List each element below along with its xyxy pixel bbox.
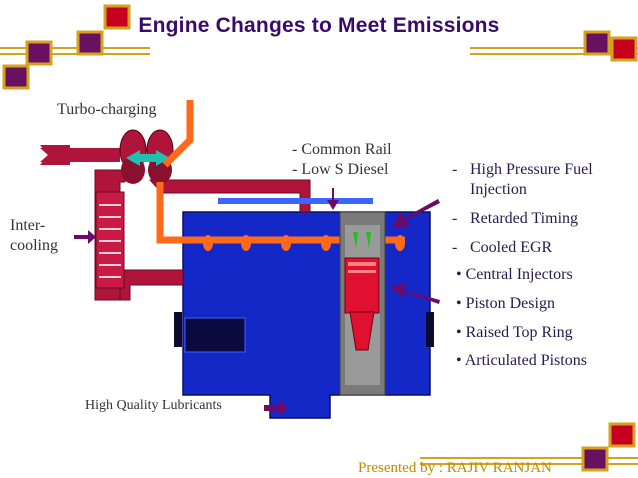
- top-right-decoration: [470, 30, 638, 62]
- dash-bullet: -: [452, 161, 458, 178]
- arrow-lubricants: [264, 400, 288, 416]
- label-common-rail: - Common Rail: [292, 141, 392, 158]
- presenter-footer: Presented by : RAJIV RANJAN: [358, 460, 552, 476]
- turbocharger: [119, 129, 174, 184]
- common-rail-bar: [218, 198, 373, 204]
- item-high-pressure-fuel: High Pressure Fuel: [470, 161, 593, 178]
- arrow-piston: [390, 283, 440, 304]
- item-articulated-pistons: • Articulated Pistons: [456, 352, 587, 369]
- label-intercooling-line1: Inter-: [10, 217, 46, 234]
- dash-bullet: -: [452, 210, 458, 227]
- item-retarded-timing: Retarded Timing: [470, 210, 579, 227]
- label-lubricants: High Quality Lubricants: [85, 398, 222, 413]
- label-turbo-charging: Turbo-charging: [57, 101, 157, 118]
- cylinder-cutaway: [339, 211, 386, 396]
- arrow-intercooling: [74, 230, 96, 244]
- top-left-decoration: [0, 4, 150, 90]
- pointer-arrows: [74, 188, 440, 416]
- label-intercooling-line2: cooling: [10, 237, 58, 254]
- bottom-right-decoration: [420, 422, 638, 472]
- item-piston-design: • Piston Design: [456, 295, 555, 312]
- item-central-injectors: • Central Injectors: [456, 266, 573, 283]
- label-low-s-diesel: - Low S Diesel: [292, 161, 389, 178]
- item-raised-top-ring: • Raised Top Ring: [456, 324, 573, 341]
- arrow-injection: [392, 199, 440, 228]
- item-cooled-egr: Cooled EGR: [470, 239, 553, 256]
- arrow-common-rail: [327, 188, 339, 210]
- page-title: Engine Changes to Meet Emissions: [138, 14, 500, 37]
- dash-bullet: -: [452, 239, 458, 256]
- item-injection: Injection: [470, 181, 527, 198]
- intercooler: [95, 191, 125, 289]
